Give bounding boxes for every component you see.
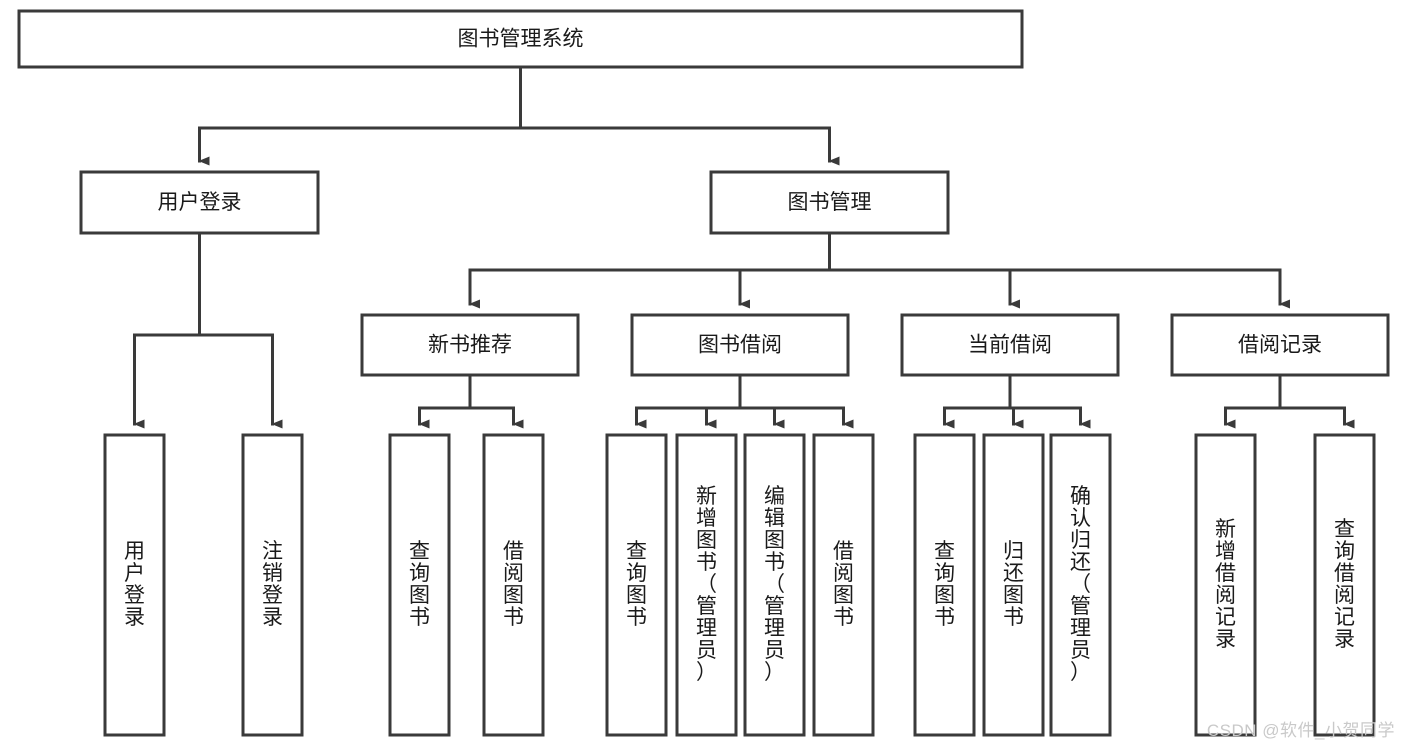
- node-label-book-manage: 图书管理: [788, 191, 872, 214]
- node-leaf-add-book-admin[interactable]: 新增图书（管理员）: [675, 433, 738, 737]
- node-box-leaf-confirm-return-admin: [1049, 433, 1112, 737]
- node-box-leaf-edit-book-admin: [743, 433, 806, 737]
- node-box-leaf-add-borrow-record: [1194, 433, 1257, 737]
- node-leaf-edit-book-admin[interactable]: 编辑图书（管理员）: [743, 433, 806, 737]
- node-leaf-query-book-current[interactable]: 查询图书: [913, 433, 976, 737]
- node-label-leaf-query-book-current: 查询图书: [934, 540, 955, 629]
- node-box-leaf-borrow-book: [812, 433, 875, 737]
- node-box-leaf-query-book-current: [913, 433, 976, 737]
- node-box-leaf-return-book: [982, 433, 1045, 737]
- node-leaf-query-book-borrow[interactable]: 查询图书: [605, 433, 668, 737]
- node-leaf-user-login[interactable]: 用户登录: [103, 433, 166, 737]
- node-label-leaf-query-borrow-record: 查询借阅记录: [1334, 518, 1355, 651]
- node-label-leaf-user-login: 用户登录: [124, 540, 145, 629]
- node-box-leaf-user-login: [103, 433, 166, 737]
- node-current-borrow[interactable]: 当前借阅: [900, 313, 1120, 377]
- node-box-leaf-query-book-borrow: [605, 433, 668, 737]
- node-leaf-add-borrow-record[interactable]: 新增借阅记录: [1194, 433, 1257, 737]
- node-label-leaf-user-logout: 注销登录: [262, 540, 283, 629]
- node-layer: 图书管理系统用户登录图书管理新书推荐图书借阅当前借阅借阅记录用户登录注销登录查询…: [17, 9, 1390, 737]
- node-label-new-book-recommend: 新书推荐: [428, 334, 512, 357]
- node-box-new-book-recommend: [360, 313, 580, 377]
- node-book-manage[interactable]: 图书管理: [709, 170, 950, 235]
- node-label-borrow-record: 借阅记录: [1238, 334, 1322, 357]
- node-user-login[interactable]: 用户登录: [79, 170, 320, 235]
- node-label-current-borrow: 当前借阅: [968, 334, 1052, 357]
- node-box-leaf-add-book-admin: [675, 433, 738, 737]
- node-box-leaf-user-logout: [241, 433, 304, 737]
- node-box-leaf-borrow-book-recommend: [482, 433, 545, 737]
- edge-layer: [133, 65, 1355, 429]
- node-label-leaf-borrow-book-recommend: 借阅图书: [503, 540, 524, 629]
- node-leaf-user-logout[interactable]: 注销登录: [241, 433, 304, 737]
- node-label-leaf-query-book-recommend: 查询图书: [409, 540, 430, 629]
- node-label-leaf-add-book-admin: 新增图书（管理员）: [696, 485, 717, 684]
- node-box-book-manage: [709, 170, 950, 235]
- node-label-leaf-return-book: 归还图书: [1003, 540, 1024, 629]
- node-box-root: [17, 9, 1024, 69]
- node-borrow-record[interactable]: 借阅记录: [1170, 313, 1390, 377]
- watermark-text: CSDN @软件_小贺同学: [1206, 721, 1395, 740]
- node-label-root: 图书管理系统: [458, 28, 584, 51]
- node-label-leaf-edit-book-admin: 编辑图书（管理员）: [764, 485, 785, 684]
- node-leaf-query-borrow-record[interactable]: 查询借阅记录: [1313, 433, 1376, 737]
- node-label-book-borrow: 图书借阅: [698, 334, 782, 357]
- node-leaf-query-book-recommend[interactable]: 查询图书: [388, 433, 451, 737]
- node-label-leaf-confirm-return-admin: 确认归还（管理员）: [1070, 485, 1091, 684]
- node-label-leaf-query-book-borrow: 查询图书: [626, 540, 647, 629]
- node-book-borrow[interactable]: 图书借阅: [630, 313, 850, 377]
- node-new-book-recommend[interactable]: 新书推荐: [360, 313, 580, 377]
- node-box-leaf-query-borrow-record: [1313, 433, 1376, 737]
- node-box-current-borrow: [900, 313, 1120, 377]
- node-label-leaf-add-borrow-record: 新增借阅记录: [1215, 518, 1236, 651]
- node-leaf-borrow-book[interactable]: 借阅图书: [812, 433, 875, 737]
- node-box-user-login: [79, 170, 320, 235]
- node-leaf-borrow-book-recommend[interactable]: 借阅图书: [482, 433, 545, 737]
- node-box-leaf-query-book-recommend: [388, 433, 451, 737]
- node-label-user-login: 用户登录: [158, 191, 242, 214]
- node-box-book-borrow: [630, 313, 850, 377]
- node-leaf-return-book[interactable]: 归还图书: [982, 433, 1045, 737]
- node-leaf-confirm-return-admin[interactable]: 确认归还（管理员）: [1049, 433, 1112, 737]
- node-box-borrow-record: [1170, 313, 1390, 377]
- node-root[interactable]: 图书管理系统: [17, 9, 1024, 69]
- node-label-leaf-borrow-book: 借阅图书: [833, 540, 854, 629]
